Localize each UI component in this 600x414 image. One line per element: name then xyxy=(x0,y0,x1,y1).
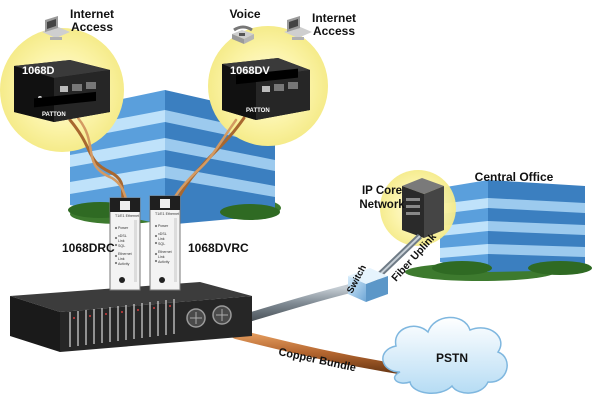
switch-device xyxy=(348,268,388,302)
card-1068dvrc xyxy=(149,195,181,291)
card-1068drc-label: 1068DRC xyxy=(62,241,115,255)
card-legend-item: Link xyxy=(118,257,125,261)
card-legend-item: xDSL xyxy=(158,232,167,236)
voice-label: Voice xyxy=(229,7,260,21)
device-1068dv-label: 1068DV xyxy=(230,65,270,77)
card-legend-title-left: T1/E1 Ethernet xyxy=(115,214,139,218)
internet-access-right-line2: Access xyxy=(313,24,355,38)
server-icon xyxy=(402,178,444,238)
card-1068dvrc-label: 1068DVRC xyxy=(188,241,249,255)
card-legend-item: Power xyxy=(118,226,129,230)
card-legend-item: Ethernet xyxy=(118,252,132,256)
card-legend-item: Activity xyxy=(158,260,170,264)
card-legend-item: Link xyxy=(158,255,165,259)
ethernet-cable xyxy=(235,283,357,325)
card-legend-item: Power xyxy=(158,224,169,228)
ip-core-network-line1: IP Core xyxy=(362,185,402,197)
computer-icon-left xyxy=(42,16,70,40)
chassis-card-slots xyxy=(69,299,175,347)
modem-1068d xyxy=(14,60,110,122)
twisted-pair-left xyxy=(68,116,132,212)
card-legend-item: Ethernet xyxy=(158,250,172,254)
card-legend-item: SQL xyxy=(158,242,165,246)
card-legend-title-right: T1/E1 Ethernet xyxy=(155,212,179,216)
phone-icon xyxy=(232,25,254,44)
internet-access-left-line2: Access xyxy=(71,20,113,34)
ip-core-network-line2: Network xyxy=(359,199,405,211)
pstn-cloud xyxy=(382,316,508,394)
modem-1068dv xyxy=(222,58,310,120)
card-1068drc xyxy=(109,197,141,291)
card-legend-item: Link xyxy=(118,239,125,243)
card-legend-item: Activity xyxy=(118,262,130,266)
main-office-building xyxy=(68,90,281,225)
computer-icon-right xyxy=(284,16,312,40)
central-office-label: Central Office xyxy=(475,170,554,184)
rack-chassis xyxy=(10,282,252,352)
card-legend-item: Link xyxy=(158,237,165,241)
card-legend-item: SQL xyxy=(118,244,125,248)
device-1068d-label: 1068D xyxy=(22,65,54,77)
pstn-label: PSTN xyxy=(436,351,468,365)
central-office-building xyxy=(405,180,592,281)
brand-logo-right: PATTON xyxy=(246,108,270,114)
card-legend-item: xDSL xyxy=(118,234,127,238)
internet-access-right-line1: Internet xyxy=(312,11,356,25)
internet-access-left-line1: Internet xyxy=(70,7,114,21)
brand-logo-left: PATTON xyxy=(42,112,66,118)
